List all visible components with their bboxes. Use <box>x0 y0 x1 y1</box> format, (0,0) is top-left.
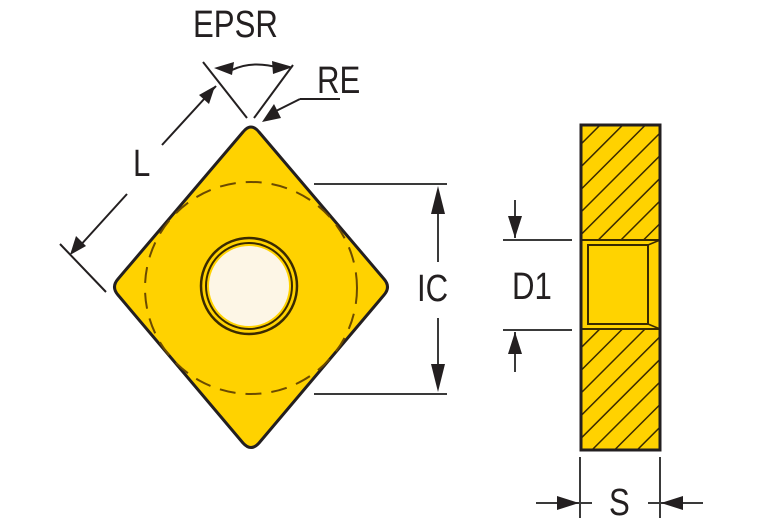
ic-label: IC <box>417 268 449 310</box>
re-leader <box>262 98 340 122</box>
inscribed-circle <box>144 181 358 395</box>
d1-dimension <box>503 200 572 372</box>
section-hole-inner <box>587 244 649 325</box>
epsr-label: EPSR <box>193 4 278 46</box>
s-label: S <box>609 482 630 524</box>
insert-top-view <box>113 125 389 449</box>
l-label: L <box>133 143 151 185</box>
ic-dimension <box>314 183 447 395</box>
section-body-bottom <box>581 329 660 450</box>
l-dimension <box>59 85 217 293</box>
hole <box>209 246 289 326</box>
s-dimension <box>536 457 703 518</box>
epsr-dimension <box>202 61 294 119</box>
re-label: RE <box>317 60 361 102</box>
hole-inner-ring <box>205 242 293 330</box>
insert-section-view <box>579 123 662 452</box>
section-body-top <box>581 125 660 240</box>
d1-label: D1 <box>512 266 552 308</box>
section-outline <box>579 123 662 452</box>
